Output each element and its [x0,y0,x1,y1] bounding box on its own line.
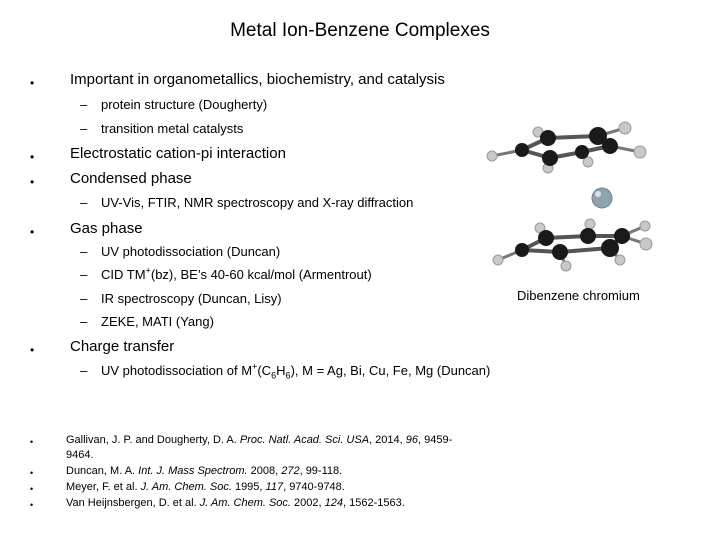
subbullet-uv-photodissociation: UV photodissociation (Duncan) [101,244,281,259]
ref-journal: Proc. Natl. Acad. Sci. USA [239,434,370,446]
bullet-marker: • [30,76,35,90]
ref-pages: , 9740-9748. [283,481,345,493]
ref-pages: , 9459- [418,434,453,446]
ref-volume: 272 [281,465,300,477]
ref-pages: , 1562-1563. [343,497,405,509]
subbullet-transition-metal: transition metal catalysts [101,121,244,136]
subbullet-cid: CID TM+(bz), BE’s 40-60 kcal/mol (Arment… [101,265,372,282]
ct-sup: + [252,361,258,372]
ref-bullet: • [30,437,34,447]
subbullet-ir-spectroscopy: IR spectroscopy (Duncan, Lisy) [101,291,282,306]
subbullet-spectroscopy: UV-Vis, FTIR, NMR spectroscopy and X-ray… [101,195,414,210]
ct-text-d: ), M = Ag, Bi, Cu, Fe, Mg (Duncan) [290,363,491,378]
bullet-marker: • [30,175,35,189]
dash-marker: – [80,121,88,136]
slide-title: Metal Ion-Benzene Complexes [230,20,490,41]
cid-text-rest: (bz), BE’s 40-60 kcal/mol (Armentrout) [150,267,372,282]
dash-marker: – [80,314,88,329]
ct-text-a: UV photodissociation of M [101,363,253,378]
ref-bullet: • [30,468,34,478]
dash-marker: – [80,267,88,282]
ref-volume: 117 [265,481,284,493]
bullet-cation-pi: Electrostatic cation-pi interaction [70,145,286,162]
dash-marker: – [80,291,88,306]
ct-text-c: H [276,363,286,378]
ref-authors: Duncan, M. A. [66,465,139,477]
cid-text: CID TM [101,267,146,282]
cid-superscript: + [145,265,151,276]
subbullet-charge-transfer-uv: UV photodissociation of M+(C6H6), M = Ag… [101,361,491,381]
chromium-atom [591,187,613,209]
ref-year: 1995, [231,481,266,493]
ref-authors: Van Heijnsbergen, D. et al. [66,497,200,509]
reference-2: Duncan, M. A. Int. J. Mass Spectrom. 200… [66,464,342,479]
ref-volume: 96 [405,434,419,446]
bullet-marker: • [30,343,35,357]
ref-journal: Int. J. Mass Spectrom. [138,465,248,477]
bullet-marker: • [30,150,35,164]
lower-benzene-ring [492,218,653,272]
subbullet-zeke-mati: ZEKE, MATI (Yang) [101,314,214,329]
ref-volume: 124 [324,497,343,509]
ref-year: 2002, [291,497,325,509]
ref-journal: J. Am. Chem. Soc. [140,481,232,493]
dash-marker: – [80,97,88,112]
bullet-charge-transfer: Charge transfer [70,338,175,355]
ct-sub-1: 6 [271,370,277,381]
bullet-organometallics: Important in organometallics, biochemist… [70,71,445,88]
reference-1: Gallivan, J. P. and Dougherty, D. A. Pro… [66,433,526,463]
ref-year: , 2014, [369,434,406,446]
dash-marker: – [80,363,88,378]
ref-pages-cont: 9464. [66,449,94,461]
bullet-marker: • [30,225,35,239]
ref-authors: Gallivan, J. P. and Dougherty, D. A. [66,434,240,446]
ref-bullet: • [30,484,34,494]
upper-benzene-ring [486,121,647,174]
dibenzene-chromium-figure [486,121,653,272]
ref-journal: J. Am. Chem. Soc. [199,497,291,509]
ref-authors: Meyer, F. et al. [66,481,141,493]
ct-sub-2: 6 [285,370,291,381]
ref-bullet: • [30,500,34,510]
ct-text-b: (C [257,363,272,378]
dash-marker: – [80,195,88,210]
reference-3: Meyer, F. et al. J. Am. Chem. Soc. 1995,… [66,480,345,495]
bullet-condensed-phase: Condensed phase [70,170,192,187]
ref-year: 2008, [247,465,282,477]
dash-marker: – [80,244,88,259]
figure-caption: Dibenzene chromium [517,288,640,303]
ref-pages: , 99-118. [299,465,343,477]
subbullet-protein-structure: protein structure (Dougherty) [101,97,268,112]
reference-4: Van Heijnsbergen, D. et al. J. Am. Chem.… [66,496,405,511]
bullet-gas-phase: Gas phase [70,220,143,237]
